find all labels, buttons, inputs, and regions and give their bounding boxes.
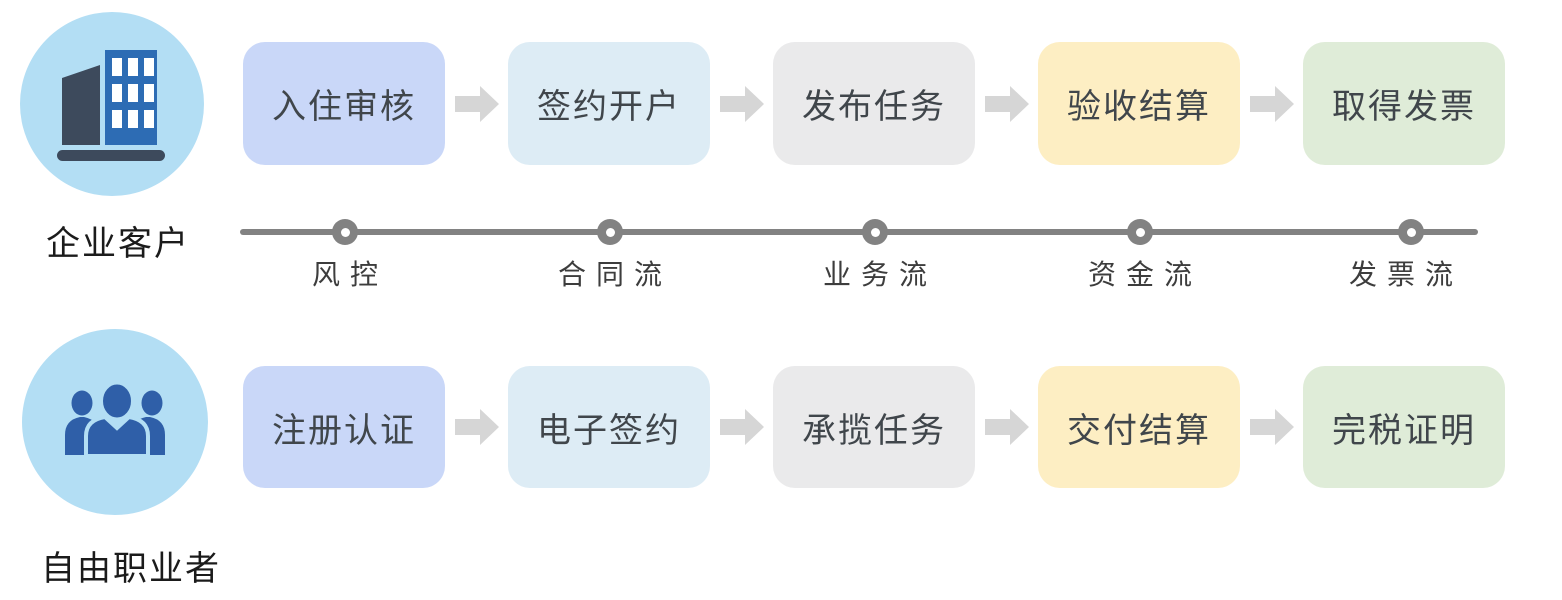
timeline-label-business-flow: 业务流	[822, 259, 937, 290]
step-publish-task: 发布任务	[773, 42, 975, 165]
step-label: 入住审核	[272, 88, 416, 126]
freelancer-actor-label: 自由职业者	[41, 550, 221, 588]
step-electronic-signing: 电子签约	[508, 366, 710, 488]
step-label: 交付结算	[1067, 411, 1211, 450]
step-label: 验收结算	[1067, 88, 1211, 126]
step-label: 取得发票	[1332, 88, 1476, 126]
timeline-label-invoice-flow: 发票流	[1348, 259, 1463, 290]
enterprise-avatar	[20, 12, 204, 196]
arrow-right-icon	[1250, 409, 1294, 445]
arrow-right-icon	[985, 86, 1029, 122]
freelancer-avatar	[22, 329, 208, 515]
arrow-right-icon	[1250, 86, 1294, 122]
step-label: 完税证明	[1332, 411, 1476, 450]
step-tax-payment-certificate: 完税证明	[1303, 366, 1505, 488]
building-icon	[57, 50, 165, 161]
timeline-node	[332, 219, 358, 245]
step-delivery-settlement: 交付结算	[1038, 366, 1240, 488]
step-label: 承揽任务	[802, 411, 946, 450]
timeline-label-risk-control: 风控	[311, 259, 388, 290]
step-undertake-task: 承揽任务	[773, 366, 975, 488]
step-acceptance-settlement: 验收结算	[1038, 42, 1240, 165]
arrow-right-icon	[985, 409, 1029, 445]
timeline-node	[1398, 219, 1424, 245]
enterprise-actor-label: 企业客户	[46, 225, 190, 263]
timeline-label-capital-flow: 资金流	[1087, 259, 1202, 290]
step-label: 注册认证	[272, 411, 416, 450]
arrow-right-icon	[455, 86, 499, 122]
step-entry-review: 入住审核	[243, 42, 445, 165]
step-label: 签约开户	[537, 88, 681, 126]
timeline-node	[597, 219, 623, 245]
step-label: 电子签约	[537, 411, 681, 450]
timeline-line	[240, 229, 1478, 235]
timeline-node	[1127, 219, 1153, 245]
arrow-right-icon	[455, 409, 499, 445]
step-label: 发布任务	[802, 88, 946, 126]
arrow-right-icon	[720, 409, 764, 445]
arrow-right-icon	[720, 86, 764, 122]
timeline-label-contract-flow: 合同流	[557, 259, 672, 290]
step-sign-open-account: 签约开户	[508, 42, 710, 165]
people-group-icon	[65, 380, 165, 458]
step-register-authenticate: 注册认证	[243, 366, 445, 488]
step-obtain-invoice: 取得发票	[1303, 42, 1505, 165]
timeline-node	[862, 219, 888, 245]
